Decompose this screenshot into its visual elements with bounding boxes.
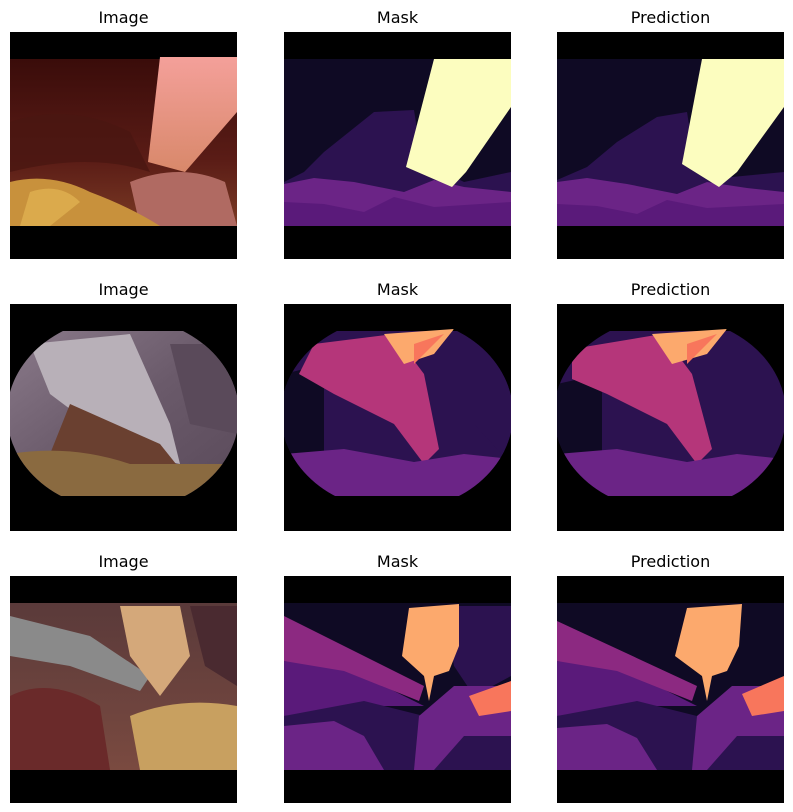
row3-image-title: Image xyxy=(98,552,149,571)
row3-prediction-svg xyxy=(557,603,784,770)
row1-prediction-svg xyxy=(557,59,784,226)
row2-mask xyxy=(284,304,511,531)
row2-mask-svg xyxy=(284,329,511,496)
row1-prediction-title: Prediction xyxy=(630,8,711,27)
row3-mask-svg xyxy=(284,603,511,770)
row1-image xyxy=(10,32,237,259)
row1-mask-title: Mask xyxy=(376,8,419,27)
row3-mask xyxy=(284,576,511,803)
row1-image-title: Image xyxy=(98,8,149,27)
row1-mask xyxy=(284,32,511,259)
row2-prediction xyxy=(557,304,784,531)
row2-prediction-title: Prediction xyxy=(630,280,711,299)
row1-mask-svg xyxy=(284,59,511,226)
row3-image xyxy=(10,576,237,803)
row1-prediction xyxy=(557,32,784,259)
row2-image-title: Image xyxy=(98,280,149,299)
row2-image-svg xyxy=(10,331,237,496)
row3-prediction xyxy=(557,576,784,803)
row3-prediction-title: Prediction xyxy=(630,552,711,571)
row1-image-svg xyxy=(10,57,237,226)
row3-image-svg xyxy=(10,603,237,770)
row2-image xyxy=(10,304,237,531)
row2-mask-title: Mask xyxy=(376,280,419,299)
row3-mask-title: Mask xyxy=(376,552,419,571)
row2-prediction-svg xyxy=(557,329,784,496)
